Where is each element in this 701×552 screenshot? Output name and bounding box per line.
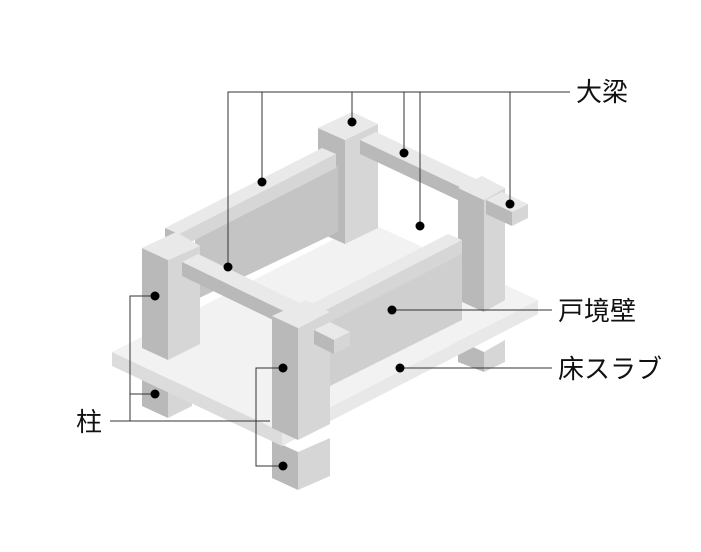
wall-front <box>318 248 462 392</box>
beam-stub-front <box>314 322 350 354</box>
column-leaders <box>110 291 288 471</box>
label-wall: 戸境壁 <box>558 297 636 327</box>
wall-leader <box>387 305 552 315</box>
beam-back-right <box>360 132 478 202</box>
beam-front-right <box>300 234 462 330</box>
label-beam: 大梁 <box>576 78 628 108</box>
slab-leader <box>395 363 552 373</box>
column-right <box>458 176 505 312</box>
beam-front-left <box>182 254 310 330</box>
label-slab: 床スラブ <box>558 355 662 385</box>
label-column: 柱 <box>76 408 102 438</box>
column-front <box>272 300 330 440</box>
beam-leaders <box>223 91 570 272</box>
